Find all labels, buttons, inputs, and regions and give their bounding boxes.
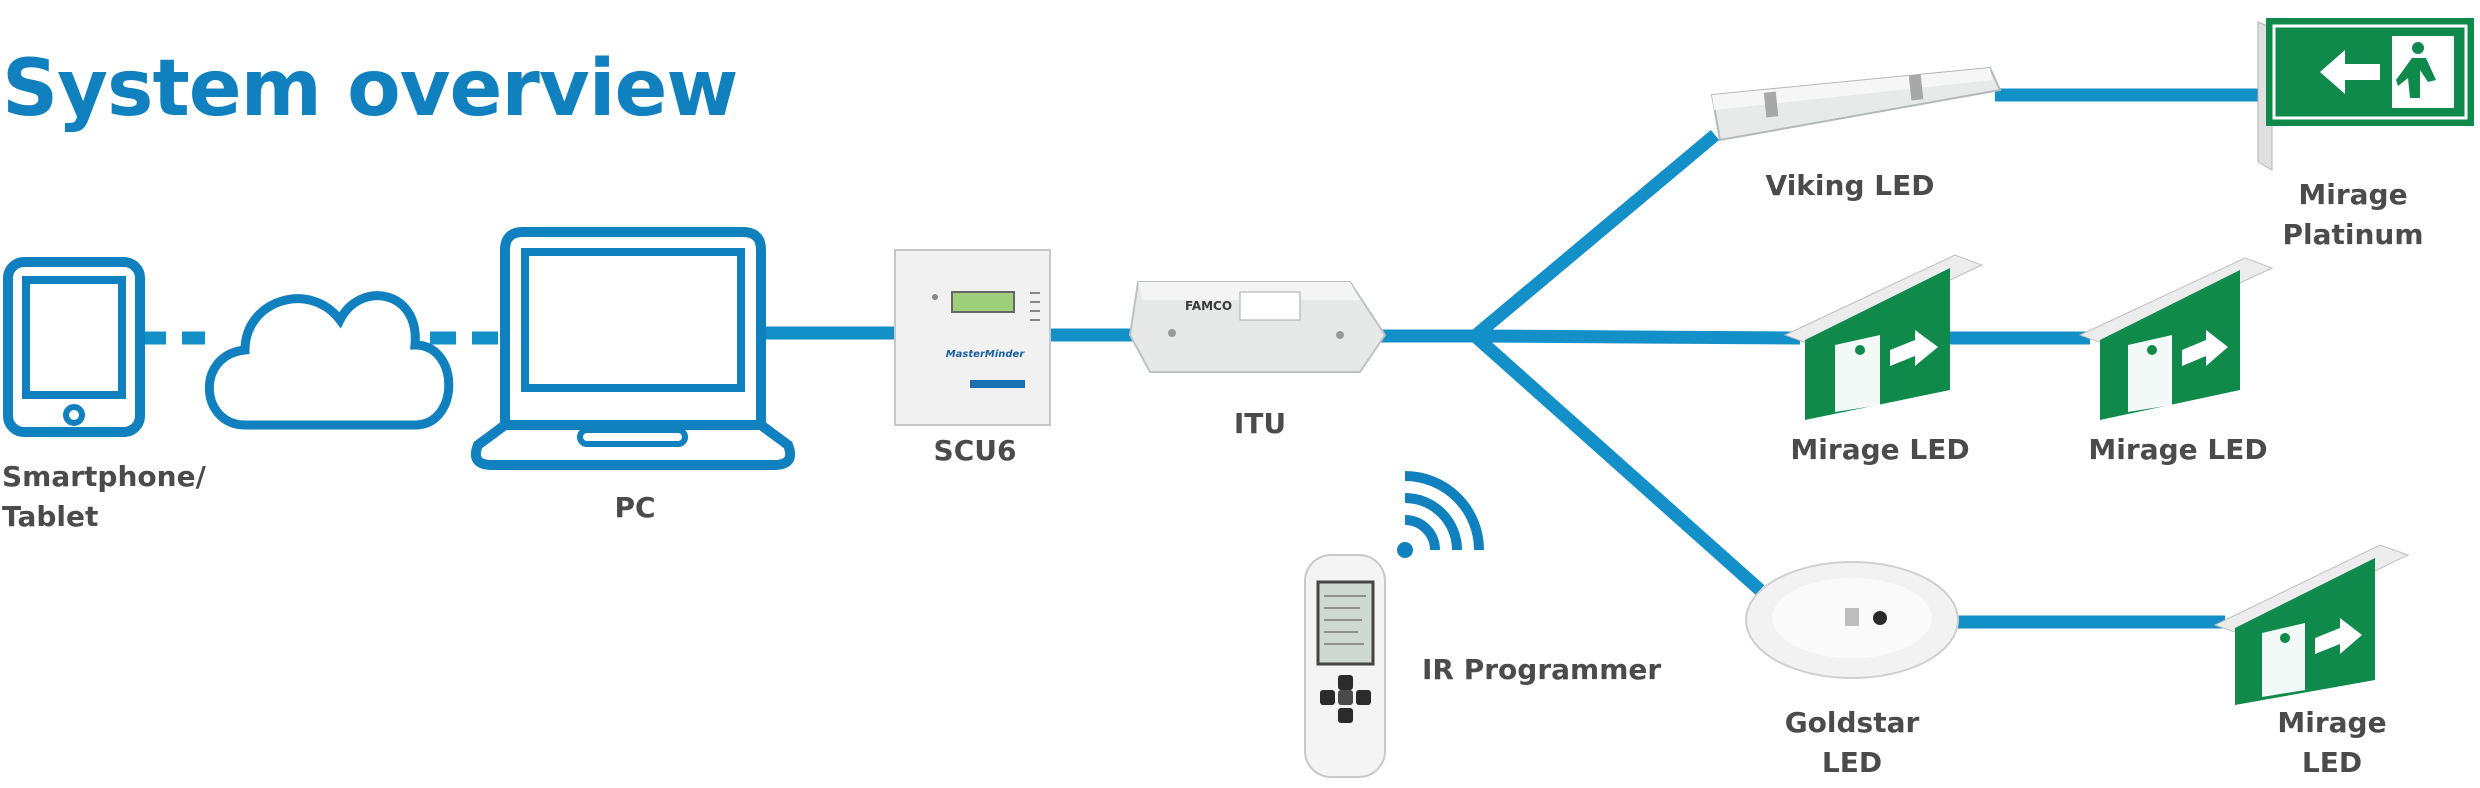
scu6-label: SCU6 <box>933 434 1017 467</box>
itu-device-text: FAMCO <box>1185 299 1232 313</box>
connection-lines <box>140 88 2265 629</box>
mirage-led-sign-1 <box>1783 254 1984 420</box>
mirage-led-3-label: Mirage LED <box>2232 703 2432 783</box>
mirage-led-3-label-line1: Mirage <box>2277 706 2387 739</box>
ir-programmer-device <box>1304 554 1386 778</box>
mirage-led-sign-3 <box>2213 544 2410 705</box>
wifi-signal-icon <box>1397 471 1484 558</box>
cloud-icon <box>204 291 454 430</box>
mirage-platinum-label: Mirage Platinum <box>2282 178 2424 251</box>
viking-led-fitting <box>1710 66 2002 142</box>
scu6-device <box>894 249 1051 426</box>
goldstar-label-line1: Goldstar <box>1784 706 1920 739</box>
link-junction-viking <box>1470 130 1720 341</box>
mirage-platinum-sign <box>2257 18 2474 171</box>
goldstar-led-fitting <box>1745 561 1959 679</box>
goldstar-led-label: Goldstar LED <box>1752 703 1952 783</box>
smartphone-tablet-label: Smartphone/ Tablet <box>2 457 206 537</box>
ir-programmer-label: IR Programmer <box>1422 653 1662 686</box>
mirage-led-sign-2 <box>2078 257 2274 420</box>
smartphone-label-line1: Smartphone/ <box>2 460 206 493</box>
mirage-led-1-label: Mirage LED <box>1790 433 1970 466</box>
mirage-led-2-label: Mirage LED <box>2088 433 2268 466</box>
laptop-icon <box>470 227 796 470</box>
viking-led-label: Viking LED <box>1765 169 1935 202</box>
pc-label: PC <box>614 491 656 524</box>
itu-device <box>1128 281 1387 373</box>
goldstar-label-line2: LED <box>1821 746 1883 779</box>
mirage-led-3-label-line2: LED <box>2301 746 2363 779</box>
link-junction-mirage <box>1474 329 1801 345</box>
itu-label: ITU <box>1233 407 1287 440</box>
page-title: System overview <box>2 44 738 134</box>
tablet-icon <box>3 257 145 437</box>
scu6-device-text: MasterMinder <box>946 349 1026 360</box>
smartphone-label-line2: Tablet <box>2 500 99 533</box>
link-junction-goldstar <box>1470 331 1765 595</box>
